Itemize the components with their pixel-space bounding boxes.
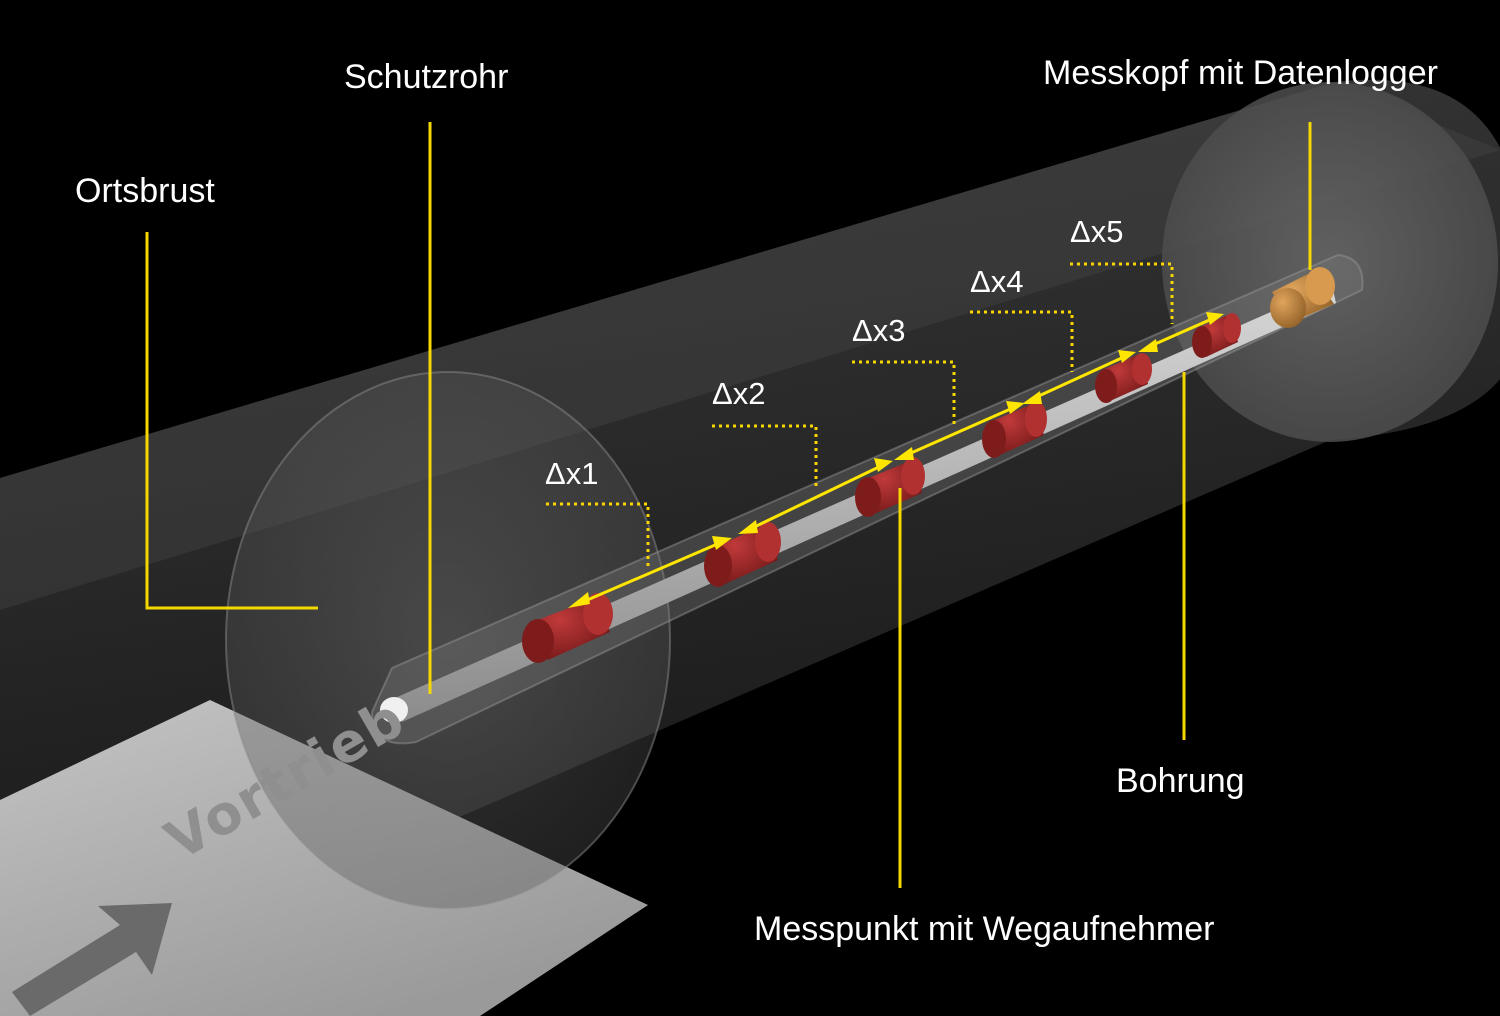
rod-end [380, 697, 408, 723]
measuring-point-4 [982, 401, 1047, 458]
dx5-leader [1070, 262, 1174, 324]
messkopf-label: Messkopf mit Datenlogger [1043, 54, 1438, 92]
vortrieb-arrow-icon [12, 903, 172, 1016]
dx2-arrowhead-right [874, 458, 893, 472]
dx2-label: Δx2 [712, 376, 766, 411]
dx5-arrowhead-left [1138, 339, 1158, 352]
measuring-point-3 [855, 457, 925, 517]
dx5-label: Δx5 [1070, 214, 1124, 249]
dx3-label: Δx3 [852, 313, 906, 348]
measuring-point-5 [1095, 353, 1152, 403]
schutzrohr-label: Schutzrohr [344, 58, 509, 96]
dx3-arrowhead-right [1006, 401, 1025, 414]
messpunkt-label: Messpunkt mit Wegaufnehmer [754, 910, 1215, 948]
dx4-arrowhead-right [1118, 350, 1136, 363]
measuring-points [522, 313, 1241, 663]
tunnel-face [225, 371, 671, 909]
ortsbrust-label: Ortsbrust [75, 172, 215, 210]
dx1-label: Δx1 [545, 456, 599, 491]
dx3-arrow [901, 405, 1016, 459]
displacement-arrows [568, 312, 1224, 608]
ortsbrust-leader [145, 232, 318, 610]
measuring-point-1 [522, 593, 613, 663]
delta-leaders [546, 262, 1174, 568]
label-leaders [145, 122, 1312, 888]
dx2-arrowhead-left [738, 520, 758, 534]
dx5-arrowhead-right [1206, 312, 1224, 325]
measuring-point-6 [1192, 313, 1241, 358]
dx5-arrow [1145, 316, 1215, 350]
dx4-arrow [1029, 354, 1127, 402]
dx4-arrowhead-left [1022, 391, 1042, 404]
dx3-arrowhead-left [894, 447, 914, 460]
dx4-leader [970, 310, 1074, 372]
measuring-head [1270, 267, 1335, 328]
dx1-arrowhead-right [712, 536, 732, 550]
measuring-point-2 [704, 522, 781, 587]
bohrung-label: Bohrung [1116, 762, 1245, 800]
dx1-arrow [577, 540, 723, 606]
dx4-label: Δx4 [970, 264, 1024, 299]
dx1-arrowhead-left [568, 592, 590, 608]
tunnel-end-cap [1162, 82, 1498, 442]
dx2-arrow [745, 463, 884, 533]
